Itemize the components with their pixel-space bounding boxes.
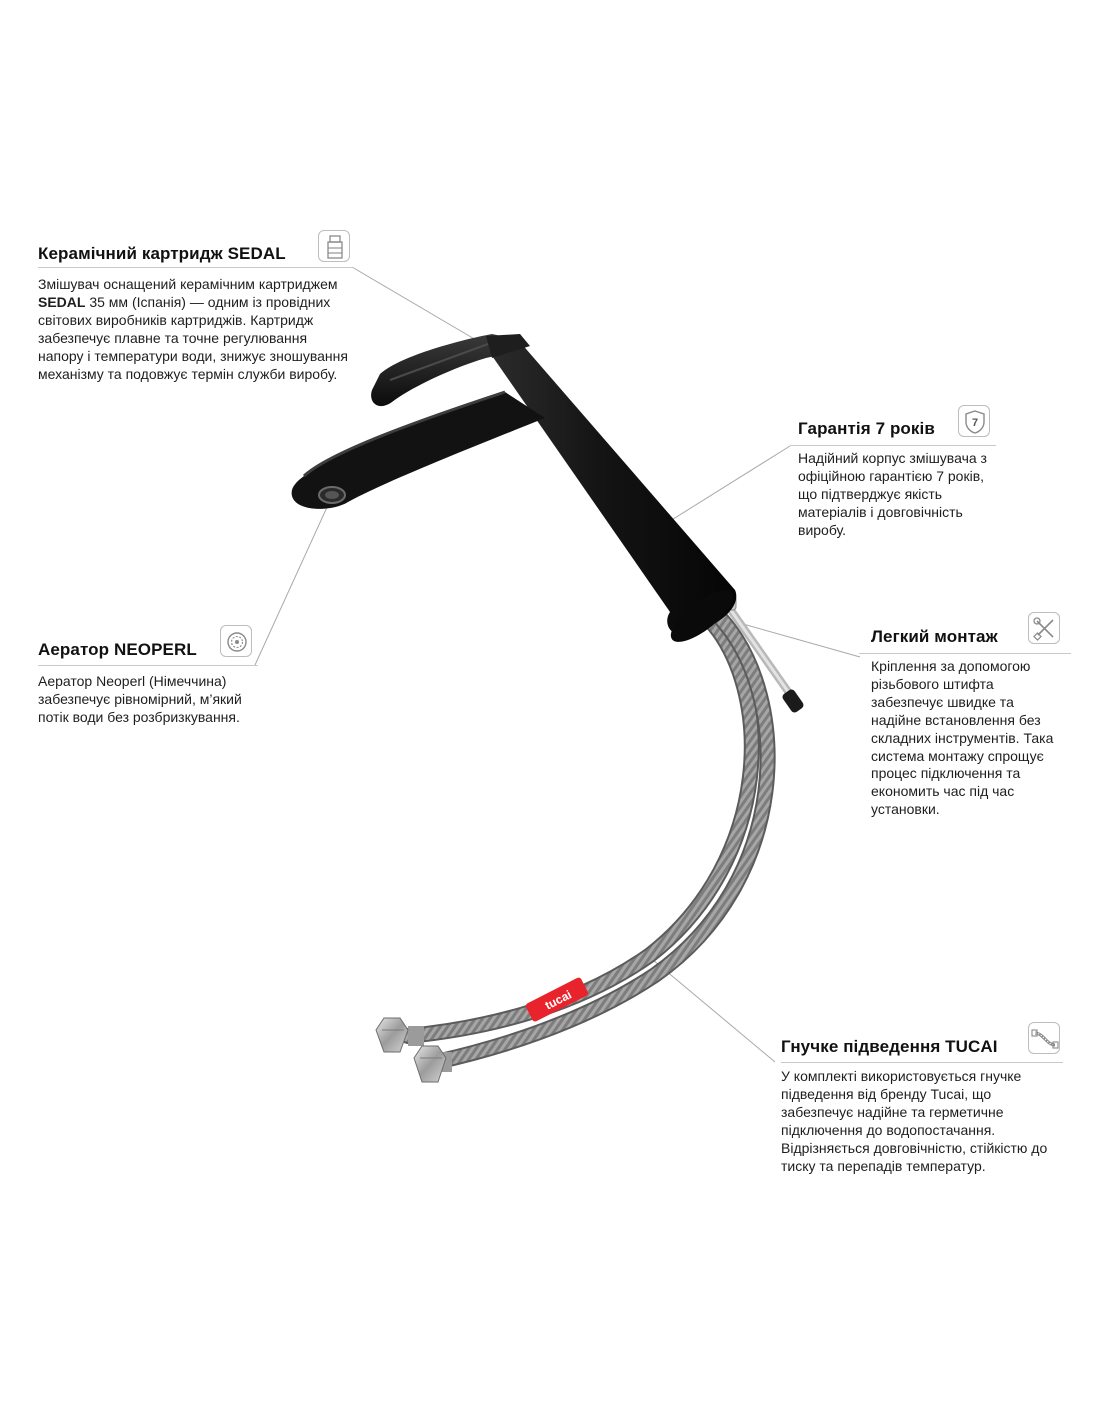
- tools-icon: [1028, 612, 1060, 644]
- warranty-shield-icon: 7: [958, 405, 990, 437]
- mounting-description: Кріплення за допомогою різьбового штифта…: [871, 658, 1054, 818]
- leader-mounting: [735, 621, 861, 658]
- hoses-divider: [781, 1062, 1063, 1063]
- warranty-title: Гарантія 7 років: [798, 419, 935, 438]
- hose-nut-2: [413, 1045, 452, 1083]
- cartridge-description: Змішувач оснащений керамічним картриджем…: [38, 276, 348, 382]
- callout-hoses: Гнучке підведення TUCAI У комплекті вико…: [781, 1020, 1071, 1200]
- warranty-badge-number: 7: [972, 417, 978, 429]
- aerator-icon: [220, 625, 252, 657]
- aerator-divider: [38, 665, 258, 666]
- hoses-description: У комплекті використовується гнучке підв…: [781, 1068, 1048, 1174]
- braided-hose-icon: [1028, 1022, 1060, 1054]
- cartridge-icon: [318, 230, 350, 262]
- callout-warranty: Гарантія 7 років 7 Надійний корпус змішу…: [790, 405, 998, 565]
- faucet-body: [291, 334, 737, 642]
- cartridge-divider: [38, 267, 354, 268]
- hose-nut-1: [375, 1017, 424, 1053]
- hose-back: [400, 610, 760, 1044]
- leader-aerator: [254, 504, 329, 666]
- warranty-divider: [790, 445, 996, 446]
- aerator-description: Аератор Neoperl (Німеччина) забезпечує р…: [38, 673, 242, 725]
- warranty-description: Надійний корпус змішувача з офіційною га…: [798, 450, 987, 538]
- braided-hoses: tucai: [375, 610, 776, 1083]
- mounting-divider: [859, 653, 1071, 654]
- callout-aerator: Аератор NEOPERL Аератор Neoperl (Німеччи…: [38, 625, 268, 755]
- hose-front: [428, 612, 776, 1070]
- aerator-title: Аератор NEOPERL: [38, 640, 197, 659]
- leader-cartridge: [351, 266, 489, 348]
- mounting-title: Легкий монтаж: [871, 627, 998, 646]
- cartridge-title: Керамічний картридж SEDAL: [38, 244, 286, 263]
- callout-cartridge: Керамічний картридж SEDAL Змішувач оснащ…: [38, 228, 358, 428]
- hoses-title: Гнучке підведення TUCAI: [781, 1037, 998, 1056]
- callout-mounting: Легкий монтаж Кріплення за допомогою різ…: [859, 612, 1071, 842]
